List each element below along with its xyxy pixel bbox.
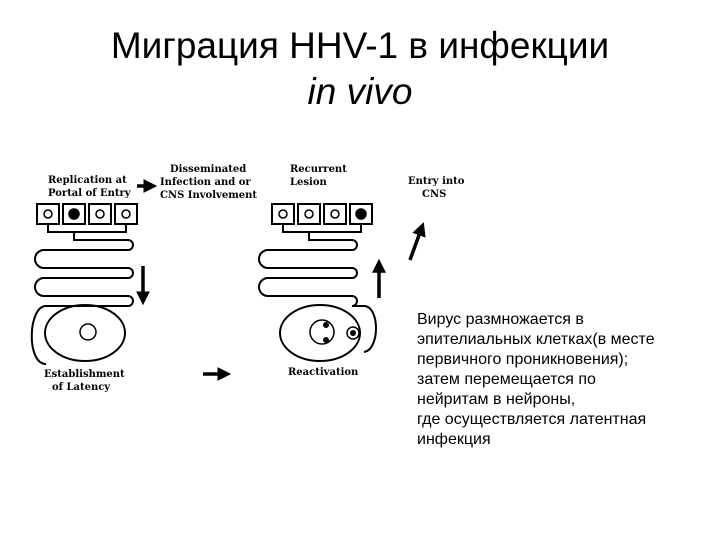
description-line: где осуществляется латентная [417,411,647,428]
neuron-body-right [279,304,361,362]
label-entry-line1: Entry into [408,176,465,187]
slide-subtitle: in vivo [307,71,413,112]
label-recurrent-line2: Lesion [290,177,327,188]
nerve-fiber-right [258,224,377,353]
neuron-body-left [44,304,126,362]
label-recurrent-line1: Recurrent [290,164,347,175]
slide-title: Миграция HHV-1 в инфекции [110,25,610,66]
label-disseminated-line1: Disseminated [170,164,246,175]
virion-core [350,330,356,336]
description-line: первичного проникновения); [417,351,629,368]
virion-outer [346,326,360,340]
label-disseminated-line3: CNS Involvement [160,190,257,201]
neuron-nucleus-right [309,319,335,345]
arrow-to-cns [408,222,426,261]
description-line: инфекция [417,431,491,448]
label-establishment-line1: Establishment [44,369,125,380]
description-line: эпителиальных клетках(в месте [417,331,655,348]
label-entry-line2: CNS [422,189,446,200]
cell-nuclei-left [43,208,131,220]
description-line: затем перемещается по [417,371,596,388]
description-line: нейритам в нейроны, [417,391,576,408]
cell-nuclei-right [278,208,367,220]
description-line: Вирус размножается в [417,311,584,328]
label-reactivation: Reactivation [288,367,359,378]
nerve-fiber-left [30,224,134,365]
description-text: Вирус размножается в эпителиальных клетк… [417,310,717,450]
label-replication-line1: Replication at [48,175,127,186]
virus-particle-1 [323,322,329,328]
label-disseminated-line2: Infection and or [160,177,251,188]
label-establishment-line2: of Latency [52,382,111,393]
virus-particle-2 [323,337,329,343]
label-replication-line2: Portal of Entry [48,188,132,199]
neuron-nucleus-left [79,323,97,341]
